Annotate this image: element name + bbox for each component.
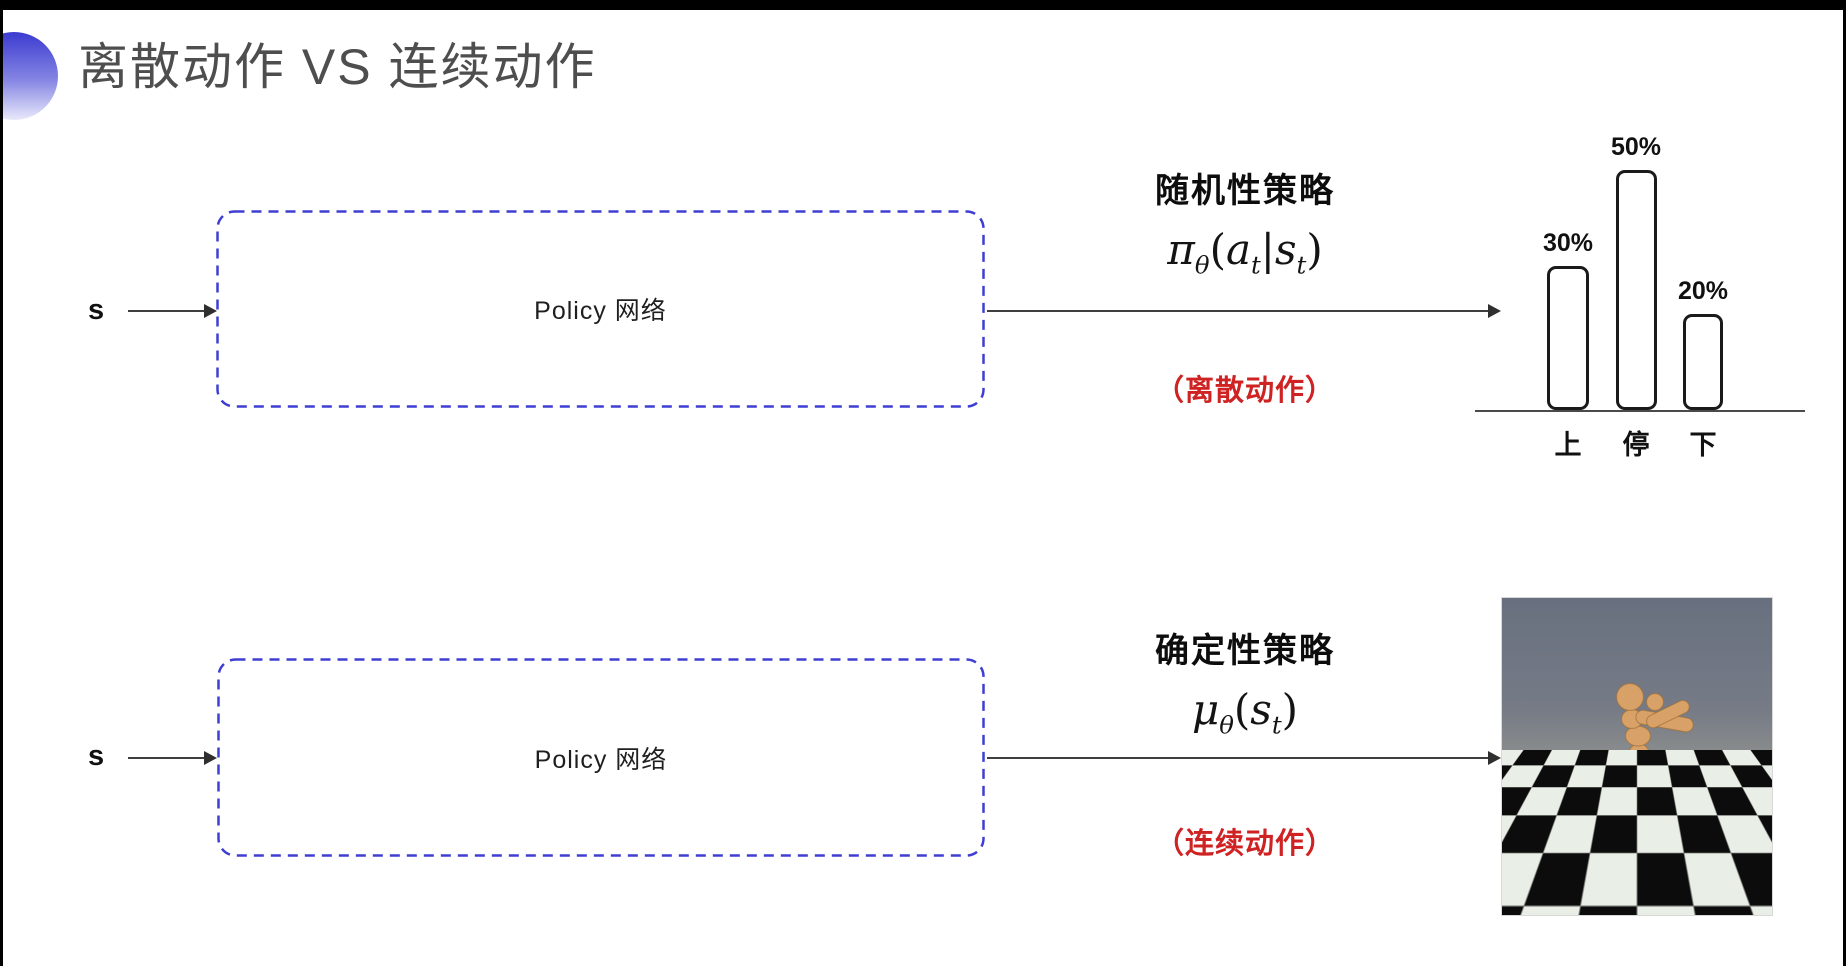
category-label-down: 下 <box>1689 430 1717 460</box>
bar-value-label: 50% <box>1610 133 1662 161</box>
formula-arg: a <box>1225 225 1251 274</box>
formula-symbol: μ <box>1191 685 1220 734</box>
bottom-policy-network-box: Policy 网络 <box>217 658 985 857</box>
formula-arg-subscript: t <box>1251 250 1261 280</box>
formula-paren: ) <box>1306 225 1323 274</box>
top-output-arrow <box>987 310 1490 312</box>
category-label-stop: 停 <box>1622 430 1650 460</box>
page-title: 离散动作 VS 连续动作 <box>78 39 597 95</box>
title-bullet-circle <box>0 32 58 120</box>
top-state-label: s <box>88 294 105 326</box>
top-input-arrowhead-icon <box>204 304 217 318</box>
bar-up <box>1547 266 1589 410</box>
bottom-output-arrow <box>987 757 1490 759</box>
formula-paren: ( <box>1233 685 1251 734</box>
bar-stop <box>1616 170 1657 410</box>
action-probability-bar-chart: 30% 50% 20% 上 停 下 <box>1475 115 1805 460</box>
formula-symbol-subscript: θ <box>1219 710 1234 740</box>
frame-right <box>1843 0 1846 966</box>
bottom-state-label: s <box>88 740 105 772</box>
humanoid-robot-icon <box>1584 682 1694 906</box>
frame-left <box>0 0 3 966</box>
dashed-border <box>217 658 985 857</box>
top-policy-network-box: Policy 网络 <box>216 210 985 408</box>
deterministic-policy-formula: μθ(st) <box>1050 685 1440 739</box>
continuous-action-note: （连续动作） <box>1154 828 1335 860</box>
formula-symbol-subscript: θ <box>1194 250 1210 280</box>
top-policy-network-label: Policy 网络 <box>534 297 667 325</box>
formula-pipe: | <box>1260 225 1275 274</box>
bottom-input-arrow <box>128 757 206 759</box>
bar-down <box>1683 314 1723 410</box>
formula-arg-subscript: t <box>1296 250 1307 280</box>
dashed-border <box>216 210 985 408</box>
category-label-up: 上 <box>1554 430 1582 460</box>
discrete-action-note: （离散动作） <box>1154 375 1335 407</box>
bottom-output-arrowhead-icon <box>1488 751 1501 765</box>
formula-arg: s <box>1250 685 1272 734</box>
chart-baseline <box>1475 410 1805 412</box>
formula-arg-subscript: t <box>1271 710 1282 740</box>
bar-value-label: 30% <box>1542 229 1594 257</box>
formula-symbol: π <box>1167 225 1195 274</box>
top-output-arrowhead-icon <box>1488 304 1501 318</box>
stochastic-policy-formula: πθ(at|st) <box>1050 225 1440 279</box>
frame-top <box>0 0 1846 10</box>
bar-value-label: 20% <box>1677 277 1729 305</box>
humanoid-simulation-image <box>1502 598 1772 915</box>
deterministic-policy-title: 确定性策略 <box>1155 632 1335 670</box>
bottom-policy-network-label: Policy 网络 <box>534 745 668 774</box>
formula-paren: ( <box>1209 225 1226 274</box>
formula-paren: ) <box>1281 685 1299 734</box>
top-input-arrow <box>128 310 206 312</box>
stochastic-policy-title: 随机性策略 <box>1155 172 1335 210</box>
bottom-input-arrowhead-icon <box>204 751 217 765</box>
formula-arg: s <box>1274 225 1297 274</box>
